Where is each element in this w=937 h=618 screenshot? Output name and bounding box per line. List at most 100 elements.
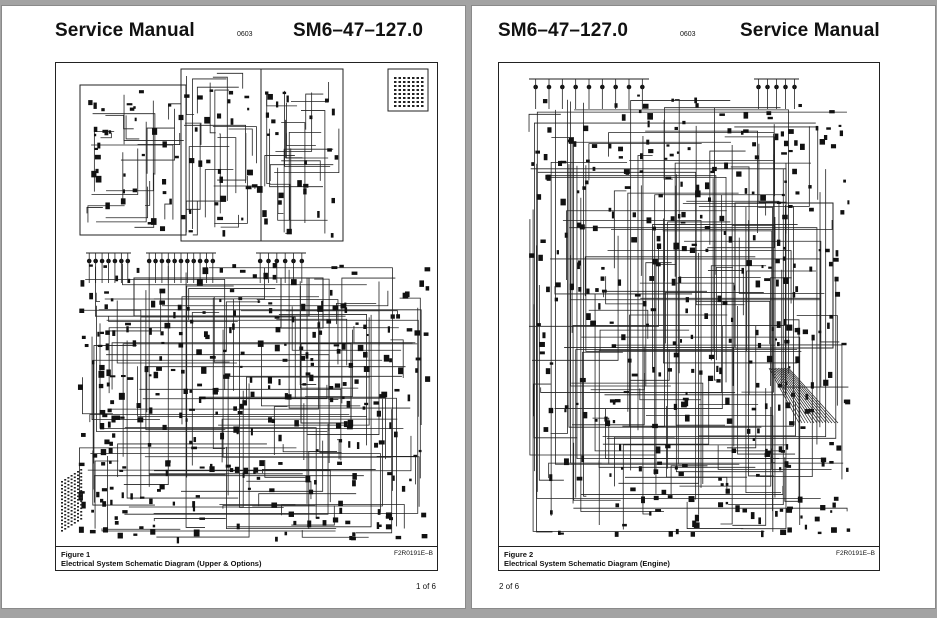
connector-pin bbox=[543, 153, 548, 161]
page-1[interactable]: Service Manual 0603 SM6–47–127.0 Figure … bbox=[2, 6, 465, 608]
wire bbox=[342, 278, 395, 403]
connector-pin bbox=[549, 362, 554, 365]
connector-pin bbox=[558, 160, 563, 167]
wire bbox=[79, 448, 296, 492]
connector-pin bbox=[79, 308, 85, 313]
wire bbox=[127, 340, 238, 498]
connector-pin bbox=[752, 235, 756, 241]
wire bbox=[134, 173, 153, 228]
connector-pin bbox=[785, 402, 791, 409]
connector-pin bbox=[148, 374, 152, 377]
connector-pin bbox=[348, 441, 351, 448]
wire bbox=[607, 277, 836, 439]
wire bbox=[94, 346, 137, 490]
connector-pin bbox=[618, 146, 624, 152]
connector-pin bbox=[829, 460, 834, 464]
wire bbox=[197, 87, 238, 113]
connector-pin bbox=[647, 113, 653, 120]
legend-mark bbox=[421, 93, 424, 95]
legend-mark bbox=[70, 499, 73, 502]
legend-mark bbox=[80, 514, 83, 517]
connector-pin bbox=[657, 461, 663, 465]
connector-pin bbox=[99, 364, 105, 371]
wire bbox=[786, 320, 799, 502]
wire bbox=[281, 161, 320, 181]
connector-pin bbox=[189, 440, 193, 445]
connector-pin bbox=[646, 139, 650, 145]
connector-pin bbox=[638, 466, 642, 472]
connector-pin bbox=[674, 126, 678, 131]
connector-pin bbox=[362, 406, 366, 410]
connector-pin bbox=[618, 444, 622, 451]
connector-pin bbox=[155, 393, 160, 396]
connector-pin bbox=[575, 402, 579, 406]
connector-pin bbox=[178, 331, 183, 336]
wire bbox=[758, 207, 772, 511]
legend-mark bbox=[77, 516, 79, 519]
page-2[interactable]: SM6–47–127.0 0603 Service Manual Figure … bbox=[472, 6, 935, 608]
legend-mark bbox=[77, 502, 79, 505]
legend-mark bbox=[70, 475, 73, 477]
connector-pin bbox=[785, 444, 789, 450]
wire bbox=[88, 206, 125, 223]
connector-pin bbox=[110, 400, 115, 405]
legend-mark bbox=[80, 490, 83, 492]
connector-pin bbox=[106, 369, 111, 377]
connector-pin bbox=[147, 443, 152, 447]
connector-pin bbox=[425, 376, 431, 382]
connector-pin bbox=[751, 407, 757, 411]
connector-pin bbox=[181, 214, 186, 220]
connector-pin bbox=[829, 442, 834, 446]
legend-mark bbox=[80, 483, 83, 485]
connector-pin bbox=[556, 250, 559, 255]
connector-pin bbox=[195, 495, 200, 498]
wire bbox=[567, 211, 727, 280]
connector-pin bbox=[249, 377, 253, 383]
connector-pin bbox=[536, 194, 542, 200]
connector-pin bbox=[173, 311, 176, 319]
connector-pin bbox=[284, 531, 288, 536]
wire bbox=[123, 344, 417, 457]
connector-pin bbox=[789, 421, 795, 426]
legend-mark bbox=[73, 476, 76, 479]
connector-pin bbox=[159, 288, 166, 294]
connector-pin bbox=[390, 314, 395, 319]
connector-pin bbox=[309, 374, 314, 382]
connector-pin bbox=[540, 239, 546, 244]
legend-mark bbox=[70, 517, 73, 519]
wire bbox=[628, 193, 739, 412]
wire-fan bbox=[786, 368, 833, 423]
wire bbox=[574, 443, 621, 501]
connector-pin bbox=[97, 142, 101, 149]
wire bbox=[91, 145, 173, 220]
connector-pin bbox=[672, 341, 677, 346]
legend-mark bbox=[64, 514, 67, 516]
legend-mark bbox=[412, 93, 415, 95]
wire bbox=[555, 286, 692, 294]
connector-pin bbox=[352, 480, 356, 487]
connector-pin bbox=[618, 156, 623, 159]
connector-pin bbox=[742, 508, 748, 513]
connector-pin bbox=[310, 362, 315, 366]
connector-pin bbox=[406, 328, 413, 332]
wire bbox=[614, 191, 626, 268]
connector-pin bbox=[728, 236, 733, 243]
wire bbox=[612, 217, 774, 345]
connector-pin bbox=[232, 264, 237, 268]
legend-mark bbox=[70, 524, 73, 526]
connector-pin bbox=[699, 214, 703, 219]
connector-pin bbox=[269, 488, 275, 493]
connector-pin bbox=[778, 404, 781, 411]
connector-pin bbox=[339, 264, 344, 268]
connector-pin bbox=[204, 116, 211, 124]
connector-pin bbox=[725, 482, 729, 486]
connector-pin bbox=[256, 186, 263, 193]
legend-mark bbox=[70, 478, 73, 481]
connector-pin bbox=[101, 488, 108, 492]
connector-pin bbox=[805, 393, 809, 400]
connector-pin bbox=[196, 279, 203, 286]
connector-pin bbox=[665, 176, 672, 180]
legend-mark bbox=[416, 81, 419, 83]
legend-mark bbox=[61, 491, 63, 494]
